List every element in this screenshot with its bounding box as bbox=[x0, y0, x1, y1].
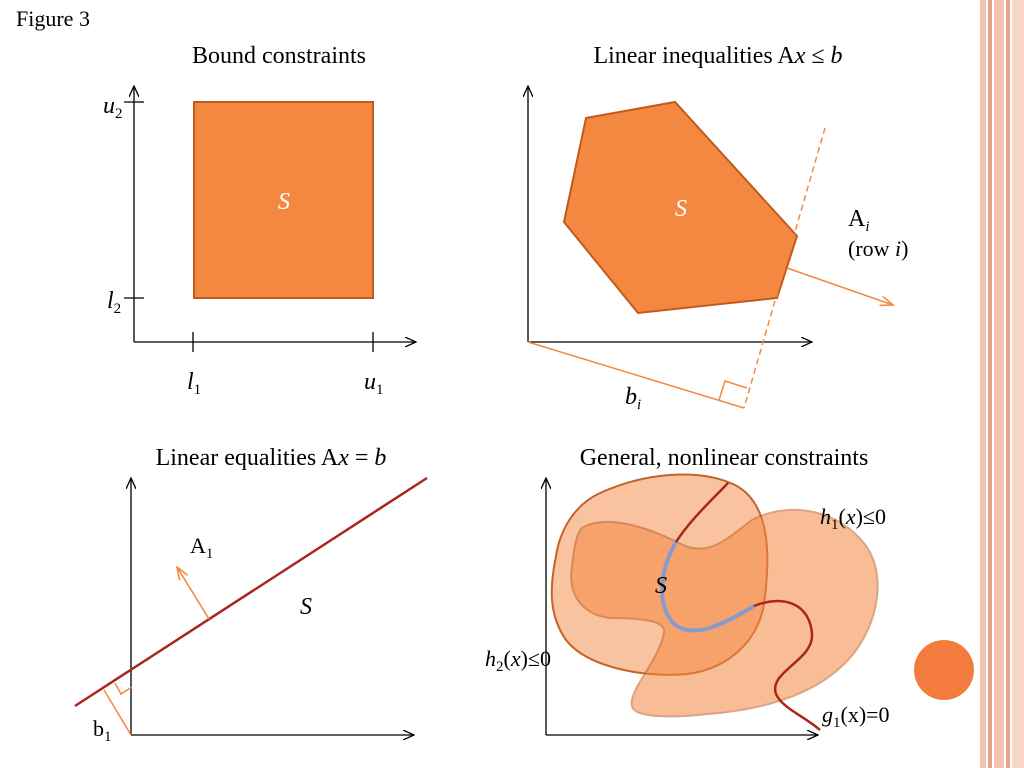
stripe-2 bbox=[988, 0, 992, 768]
g1-label: g1(x)=0 bbox=[822, 702, 890, 731]
bound-feasible-region bbox=[193, 101, 374, 299]
label-u2: u2 bbox=[103, 93, 123, 122]
ineq-region-label: S bbox=[675, 196, 687, 222]
eq-b1-label: b1 bbox=[93, 716, 112, 745]
ineq-title: Linear inequalities Ax ≤ b bbox=[593, 43, 842, 69]
bound-region-label: S bbox=[278, 189, 290, 215]
panel-nonlinear-constraints: General, nonlinear constraints S h1(x)≤0… bbox=[485, 445, 890, 735]
eq-title: Linear equalities Ax = b bbox=[156, 445, 387, 471]
figure-label: Figure 3 bbox=[16, 6, 90, 31]
panel-linear-inequalities: Linear inequalities Ax ≤ b S Ai (row i) … bbox=[528, 43, 909, 413]
ineq-normal-label: Ai bbox=[848, 206, 870, 235]
h1-region bbox=[570, 508, 879, 718]
stripe-3 bbox=[994, 0, 1004, 768]
ineq-feasible-polygon bbox=[562, 100, 799, 315]
stripe-1 bbox=[980, 0, 986, 768]
eq-a1-label: A1 bbox=[190, 533, 213, 562]
stripe-5 bbox=[1012, 0, 1024, 768]
eq-normal-arrow bbox=[177, 567, 210, 620]
eq-distance-line bbox=[103, 689, 132, 736]
ineq-constraint-line bbox=[743, 127, 826, 409]
feasible-curve-segment bbox=[660, 541, 756, 633]
panel-linear-equalities: Linear equalities Ax = b A1 S b1 bbox=[74, 445, 428, 745]
h1-label: h1(x)≤0 bbox=[820, 504, 886, 533]
ineq-normal-arrow bbox=[786, 267, 893, 305]
h2-label: h2(x)≤0 bbox=[485, 646, 551, 675]
label-l1: l1 bbox=[187, 369, 201, 398]
nonlinear-title: General, nonlinear constraints bbox=[580, 445, 869, 471]
eq-constraint-line bbox=[74, 476, 428, 708]
stripe-4 bbox=[1006, 0, 1010, 768]
label-u1: u1 bbox=[364, 369, 384, 398]
eq-region-label: S bbox=[300, 594, 312, 620]
decorative-circle bbox=[914, 640, 974, 700]
eq-right-angle-mark bbox=[114, 682, 133, 696]
ineq-distance-line bbox=[527, 341, 745, 409]
bound-title: Bound constraints bbox=[192, 43, 366, 69]
nonlinear-region-label: S bbox=[655, 573, 667, 599]
panel-bound-constraints: Bound constraints S u2 l2 l1 u1 bbox=[103, 43, 416, 398]
ineq-right-angle-mark bbox=[718, 380, 748, 401]
label-l2: l2 bbox=[107, 288, 121, 317]
ineq-row-label: (row i) bbox=[848, 236, 909, 261]
ineq-b-label: bi bbox=[625, 384, 641, 413]
